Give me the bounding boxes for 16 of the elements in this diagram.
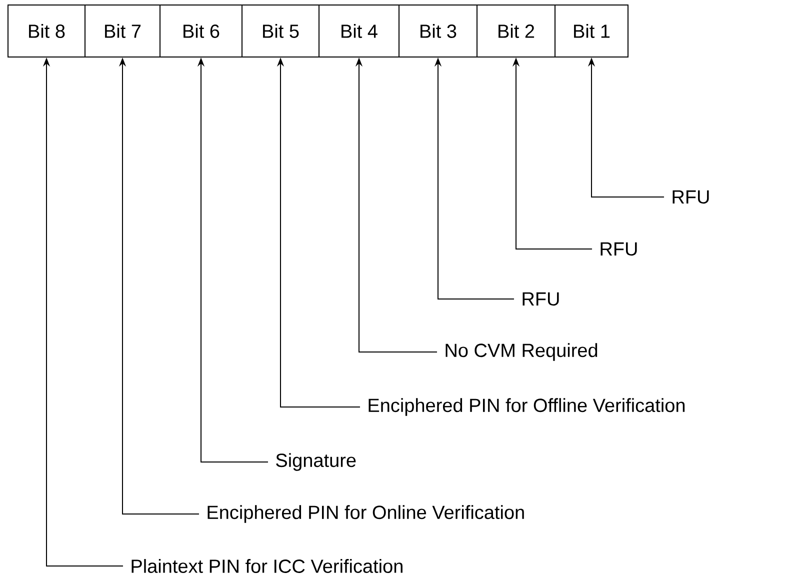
bit-label: RFU — [522, 292, 559, 306]
bit-label: Signature — [276, 453, 356, 471]
bit-box: Bit 2 — [476, 4, 556, 58]
bit-label: Plaintext PIN for ICC Verification — [132, 559, 402, 573]
bit-box: Bit 5 — [242, 4, 320, 58]
bit-label: RFU — [600, 242, 637, 256]
bit-label: Enciphered PIN for Online Verification — [208, 505, 524, 523]
bit-box: Bit 6 — [160, 4, 242, 58]
bit-box: Bit 8 — [8, 4, 86, 58]
bit-label: No CVM Required — [446, 343, 598, 361]
bit-label: Enciphered PIN for Offline Verification — [368, 398, 685, 416]
bit-label: RFU — [672, 190, 709, 204]
bit-box: Bit 7 — [84, 4, 160, 58]
bit-box: Bit 1 — [554, 4, 628, 58]
bit-box: Bit 3 — [398, 4, 478, 58]
bit-box: Bit 4 — [318, 4, 400, 58]
